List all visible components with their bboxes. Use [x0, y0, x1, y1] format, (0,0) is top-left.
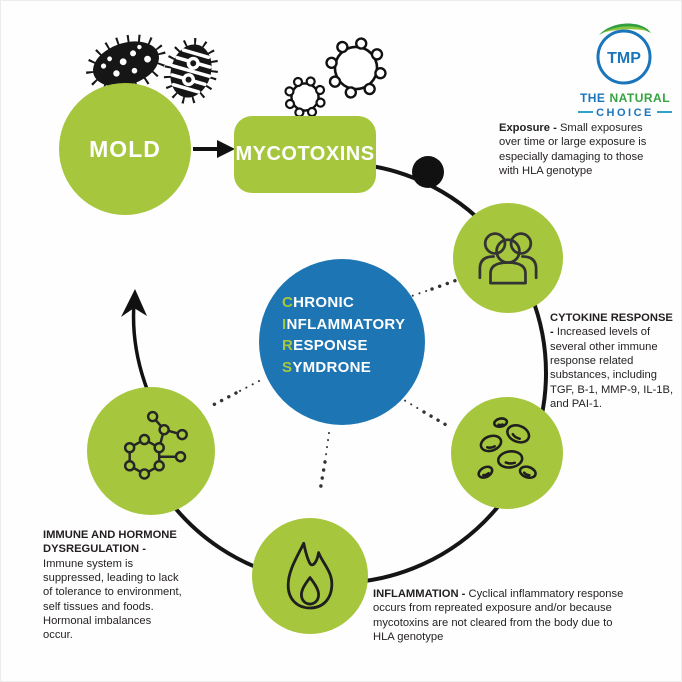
cells-node: [451, 397, 563, 509]
mold-arrow-icon: [193, 140, 235, 158]
virus-icon: [325, 37, 387, 99]
logo-natural: NATURAL: [609, 91, 671, 105]
cirs-line-response: RESPONSE: [282, 337, 368, 354]
immune-node: [87, 387, 215, 515]
dotted-line-to-cells: [398, 396, 450, 428]
cytokine-body: Increased levels of several other immune…: [550, 326, 674, 410]
exposure-node-icon: [412, 156, 444, 188]
mycotoxins-node: MYCOTOXINS: [234, 116, 376, 193]
cirs-line-inflammatory: INFLAMMATORY: [282, 315, 406, 333]
cirs-center-node: CHRONIC INFLAMMATORY RESPONSE SYMDRONE: [259, 259, 425, 425]
tmp-logo-mark: TMP: [596, 23, 652, 85]
inflammation-node: [252, 518, 368, 634]
molecule-icon: [123, 410, 188, 480]
logo-dash-right: [656, 111, 672, 114]
inflammation-body: Cyclical inflammatory response occurs fr…: [373, 588, 624, 643]
striped-bacteria-icon: [163, 37, 219, 105]
cirs-line-syndrome: SYMDRONE: [282, 358, 372, 376]
people-group-icon: [478, 232, 538, 285]
virus-icon-small: [284, 76, 326, 118]
logo-dash-left: [578, 111, 594, 114]
exposure-body: Small exposures over time or large expos…: [499, 122, 647, 177]
immune-title: IMMUNE AND HORMONE DYSREGULATION -: [43, 529, 177, 556]
mold-node: MOLD: [59, 83, 191, 215]
cytokine-annotation: CYTOKINE RESPONSE - Increased levels of …: [550, 311, 678, 411]
dotted-line-to-people: [405, 278, 459, 299]
mycotoxins-label: MYCOTOXINS: [235, 143, 375, 165]
flame-icon: [286, 541, 334, 610]
bacteria-icon: [86, 34, 166, 94]
immune-annotation: IMMUNE AND HORMONE DYSREGULATION - Immun…: [43, 528, 183, 643]
cytokine-title: CYTOKINE RESPONSE -: [550, 312, 673, 339]
exposure-title: Exposure -: [499, 122, 557, 134]
cirs-acronym: CHRONIC INFLAMMATORY RESPONSE SYMDRONE: [282, 292, 405, 378]
logo-the: THE: [579, 91, 606, 105]
logo-choice: CHOICE: [596, 107, 654, 119]
immune-body: Immune system is suppressed, leading to …: [43, 557, 182, 642]
blood-cells-icon: [477, 417, 537, 480]
logo-tagline-2: CHOICE: [571, 107, 679, 119]
cirs-line-chronic: CHRONIC: [282, 294, 355, 311]
exposure-annotation: Exposure - Small exposures over time or …: [499, 121, 664, 178]
cycle-exit-arrow-icon: [121, 289, 149, 390]
tmp-monogram: TMP: [607, 50, 641, 67]
cytokine-node: [453, 203, 563, 313]
inflammation-annotation: INFLAMMATION - Cyclical inflammatory res…: [373, 587, 635, 644]
leaf-icon: [599, 23, 651, 35]
dotted-line-to-flame: [318, 432, 330, 493]
inflammation-title: INFLAMMATION -: [373, 588, 466, 600]
mold-label: MOLD: [89, 135, 161, 162]
dotted-line-to-molecule: [211, 380, 260, 407]
